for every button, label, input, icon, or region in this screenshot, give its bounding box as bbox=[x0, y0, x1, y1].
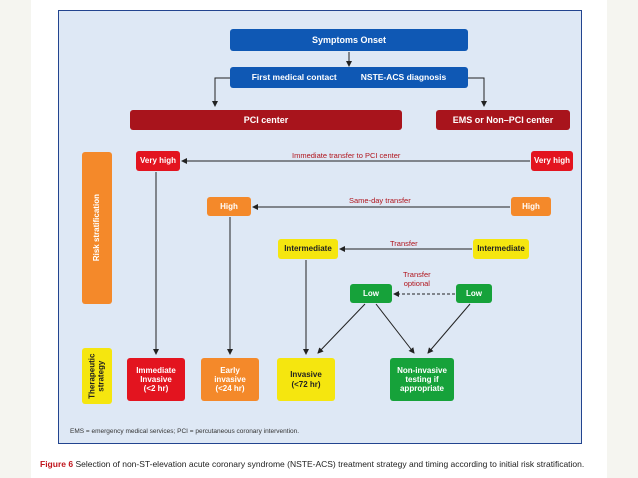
ems-low-box: Low bbox=[456, 284, 492, 303]
ems-very-high-box: Very high bbox=[531, 151, 573, 171]
immediate-transfer-label: Immediate transfer to PCI center bbox=[292, 151, 401, 160]
ems-high-label: High bbox=[522, 201, 540, 211]
same-day-transfer-label: Same-day transfer bbox=[349, 196, 411, 205]
therapeutic-strategy-label: Therapeutic strategy bbox=[88, 353, 106, 398]
figure-caption-label: Figure 6 bbox=[40, 459, 74, 469]
strategy-invasive-line1: Invasive bbox=[290, 370, 322, 380]
pci-high-box: High bbox=[207, 197, 251, 216]
risk-stratification-label: Risk stratification bbox=[92, 194, 102, 262]
ems-very-high-label: Very high bbox=[533, 156, 570, 166]
first-contact-label: First medical contact bbox=[251, 71, 337, 82]
strategy-immediate-invasive-box: Immediate Invasive (<2 hr) bbox=[127, 358, 185, 401]
pci-low-box: Low bbox=[350, 284, 392, 303]
pci-high-label: High bbox=[220, 201, 238, 211]
transfer-optional-label: Transfer optional bbox=[403, 270, 431, 288]
ems-center-box: EMS or Non–PCI center bbox=[436, 110, 570, 130]
symptoms-onset-box: Symptoms Onset bbox=[230, 29, 468, 51]
diagram-footnote: EMS = emergency medical services; PCI = … bbox=[70, 428, 300, 435]
arrow-contact-to-ems bbox=[468, 77, 487, 107]
pci-very-high-label: Very high bbox=[139, 156, 176, 166]
strategy-immediate-line3: (<2 hr) bbox=[143, 384, 169, 394]
strategy-immediate-line2: Invasive bbox=[140, 374, 172, 384]
strategy-early-invasive-box: Early invasive (<24 hr) bbox=[201, 358, 259, 401]
strategy-invasive-box: Invasive (<72 hr) bbox=[277, 358, 335, 401]
therapeutic-line2: strategy bbox=[97, 360, 106, 392]
therapeutic-strategy-label-box: Therapeutic strategy bbox=[82, 348, 112, 404]
transfer-optional-line1: Transfer bbox=[403, 270, 431, 279]
arrow-low-left-to-invasive bbox=[317, 303, 366, 354]
arrow-contact-to-pci bbox=[212, 77, 230, 107]
pci-center-label: PCI center bbox=[243, 114, 289, 125]
ems-intermediate-box: Intermediate bbox=[473, 239, 529, 259]
diagnosis-label: NSTE-ACS diagnosis bbox=[360, 71, 447, 82]
figure-caption: Figure 6 Selection of non-ST-elevation a… bbox=[40, 458, 600, 478]
ems-center-label: EMS or Non–PCI center bbox=[452, 114, 554, 125]
pci-intermediate-label: Intermediate bbox=[284, 244, 332, 254]
ems-intermediate-label: Intermediate bbox=[477, 244, 525, 254]
pci-intermediate-box: Intermediate bbox=[278, 239, 338, 259]
strategy-early-line1: Early bbox=[220, 365, 240, 375]
ems-high-box: High bbox=[511, 197, 551, 216]
pci-very-high-box: Very high bbox=[136, 151, 180, 171]
risk-stratification-label-box: Risk stratification bbox=[82, 152, 112, 304]
pci-center-box: PCI center bbox=[130, 110, 402, 130]
arrow-low-right-to-noninvasive bbox=[427, 303, 471, 354]
strategy-invasive-line2: (<72 hr) bbox=[291, 379, 321, 389]
strategy-noninvasive-line3: appropriate bbox=[399, 384, 444, 394]
first-contact-box: First medical contact NSTE-ACS diagnosis bbox=[230, 67, 468, 88]
transfer-label: Transfer bbox=[390, 239, 418, 248]
figure-caption-text: Selection of non-ST-elevation acute coro… bbox=[75, 459, 585, 469]
strategy-early-line2: invasive bbox=[214, 374, 246, 384]
arrow-low-left-to-noninvasive bbox=[375, 303, 415, 354]
strategy-immediate-line1: Immediate bbox=[136, 365, 176, 375]
therapeutic-line1: Therapeutic bbox=[87, 353, 97, 399]
strategy-noninvasive-box: Non-invasive testing if appropriate bbox=[390, 358, 454, 401]
transfer-optional-line2: optional bbox=[403, 279, 430, 288]
pci-low-label: Low bbox=[363, 288, 379, 298]
strategy-early-line3: (<24 hr) bbox=[215, 384, 245, 394]
strategy-noninvasive-line1: Non-invasive bbox=[397, 365, 447, 375]
symptoms-onset-label: Symptoms Onset bbox=[311, 34, 387, 45]
strategy-noninvasive-line2: testing if bbox=[405, 374, 439, 384]
ems-low-label: Low bbox=[466, 288, 482, 298]
